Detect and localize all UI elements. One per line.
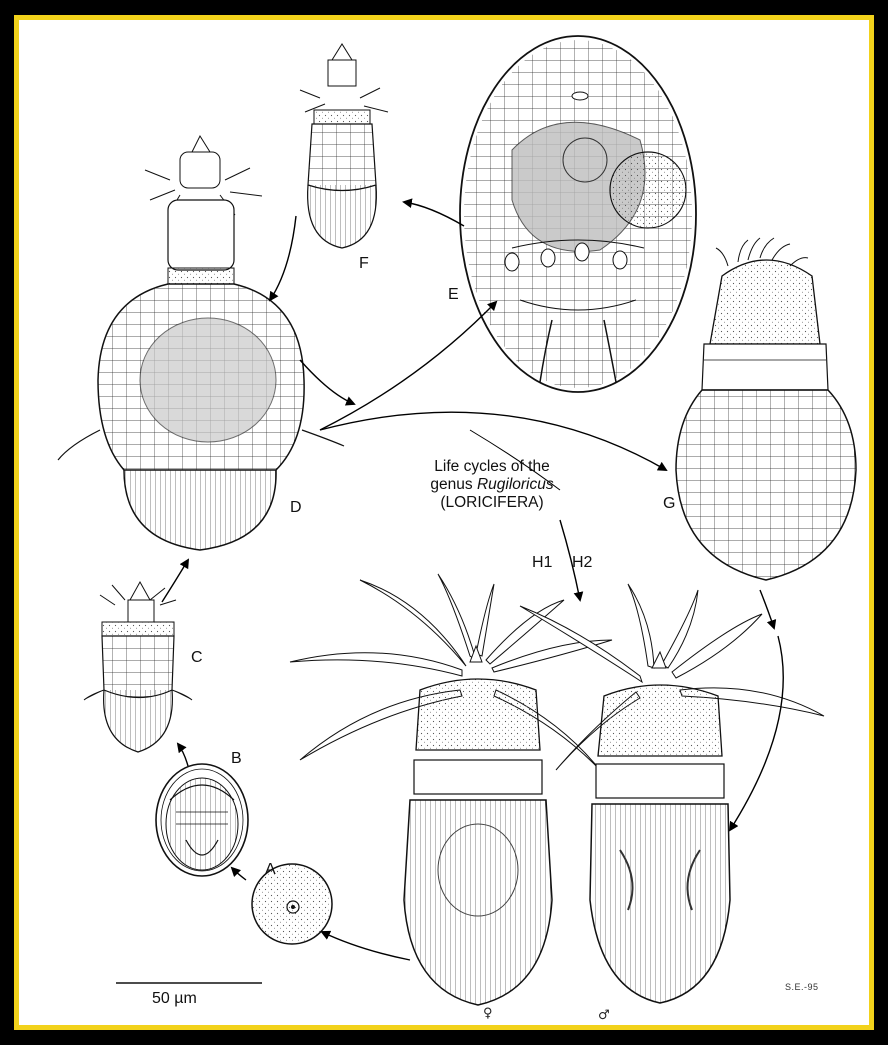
scale-bar-label: 50 µm [152, 990, 197, 1008]
male-symbol: ♂ [598, 1008, 610, 1023]
stage-b-cyst [156, 764, 248, 876]
stage-f-larva [300, 44, 388, 248]
stage-e-molting-larva [460, 36, 696, 392]
stage-a-egg [252, 864, 332, 944]
label-stage-d: D [290, 499, 302, 517]
label-stage-c: C [191, 649, 203, 667]
caption-genus-prefix: genus [430, 476, 477, 493]
stage-c-larva [84, 582, 192, 752]
label-stage-g: G [663, 495, 675, 513]
caption-line-1: Life cycles of the [392, 458, 592, 476]
label-stage-h1: H1 [532, 554, 552, 572]
caption-line-3: (LORICIFERA) [392, 494, 592, 512]
label-stage-b: B [231, 750, 242, 768]
stage-h1-adult-female [290, 574, 612, 1005]
label-stage-e: E [448, 286, 459, 304]
caption-line-2: genus Rugiloricus [392, 476, 592, 494]
caption-genus-name: Rugiloricus [477, 476, 554, 493]
artist-signature: S.E.-95 [785, 982, 819, 992]
label-stage-h2: H2 [572, 554, 592, 572]
label-stage-a: A [265, 861, 276, 879]
stage-d-larva [58, 136, 344, 550]
figure-caption: Life cycles of the genus Rugiloricus (LO… [392, 458, 592, 512]
female-symbol: ♀ [483, 1006, 493, 1021]
label-stage-f: F [359, 255, 369, 273]
stage-g-postlarva [676, 238, 856, 580]
